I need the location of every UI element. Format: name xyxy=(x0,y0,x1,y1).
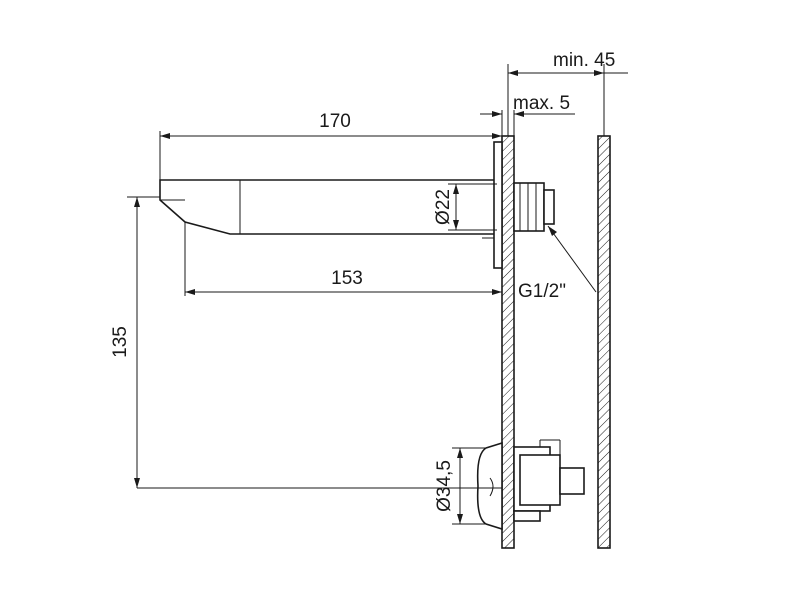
label-135: 135 xyxy=(110,326,131,358)
label-153: 153 xyxy=(331,268,363,289)
dim-135: 135 xyxy=(110,196,502,489)
spout-rosette xyxy=(482,141,503,269)
dim-max-5: max. 5 xyxy=(480,93,575,136)
dim-170: 170 xyxy=(159,111,502,180)
label-dia-22: Ø22 xyxy=(433,189,454,225)
label-170: 170 xyxy=(319,111,351,132)
wall-back xyxy=(597,135,611,549)
dim-dia-34-5: Ø34,5 xyxy=(434,447,486,525)
label-dia-34-5: Ø34,5 xyxy=(434,460,455,512)
dim-153: 153 xyxy=(184,222,502,296)
control-unit xyxy=(476,439,585,531)
dim-dia-22: Ø22 xyxy=(433,183,497,231)
label-max-5: max. 5 xyxy=(513,93,570,114)
leader-thread: G1/2" xyxy=(518,225,597,302)
threaded-fitting xyxy=(513,182,555,232)
label-min-45: min. 45 xyxy=(553,50,615,71)
label-thread: G1/2" xyxy=(518,281,566,302)
wall-front xyxy=(501,135,515,549)
dim-min-45: min. 45 xyxy=(507,50,628,136)
